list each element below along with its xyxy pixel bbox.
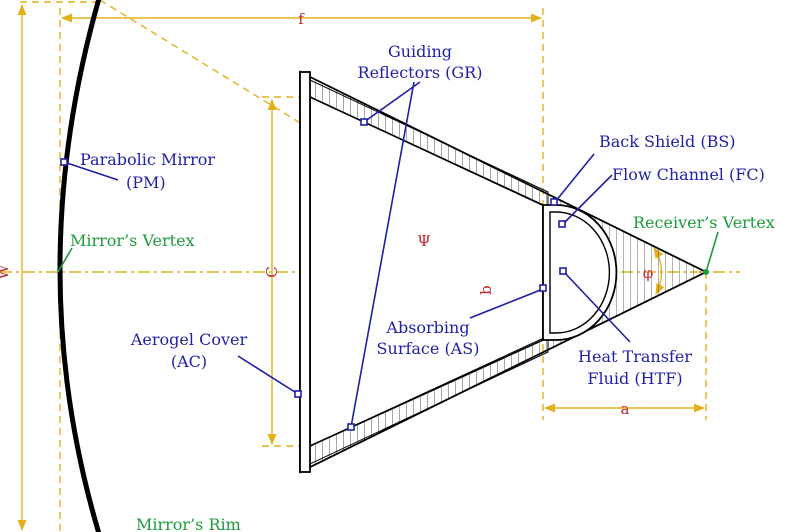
mirrors-vertex-leader [57,247,73,273]
parabolic-mirror [57,0,102,532]
label-parabolic-mirror-line1: Parabolic Mirror [80,150,215,169]
dim-label-psi: Ψ [417,232,430,250]
guiding-reflectors-leader-2 [350,81,415,428]
dim-label-b: b [477,285,495,295]
back-shield-marker [550,198,558,206]
aerogel-cover [299,71,311,473]
label-absorbing-surface-line1: Absorbing [385,318,469,337]
dimension-labels: f W C b a Ψ φ [0,10,653,418]
back-shield-leader [554,153,595,203]
label-guiding-reflectors-line2: Reflectors (GR) [358,63,483,82]
parabolic-mirror-marker [60,158,68,166]
dim-label-f: f [298,10,305,28]
parabolic-mirror-leader [63,161,119,181]
label-back-shield: Back Shield (BS) [599,132,736,151]
guiding-reflectors-leader [363,81,421,123]
label-mirrors-vertex: Mirror’s Vertex [70,231,195,250]
label-flow-channel: Flow Channel (FC) [612,165,765,184]
label-aerogel-cover-line2: (AC) [171,352,207,371]
aerogel-cover-marker [294,390,302,398]
label-parabolic-mirror-line2: (PM) [126,173,166,192]
heat-transfer-fluid-marker [559,267,567,275]
guiding-reflectors-marker-bottom [347,423,355,431]
receivers-vertex-dot [703,269,709,275]
label-aerogel-cover-line1: Aerogel Cover [130,330,248,349]
leaders [57,81,719,431]
absorbing-surface-leader [469,288,544,319]
component-labels: Guiding Reflectors (GR) Back Shield (BS)… [70,42,775,532]
dim-label-a: a [621,400,630,418]
absorbing-surface-marker [539,284,547,292]
flow-channel-leader [562,174,613,225]
dim-label-phi: φ [643,264,654,282]
label-heat-transfer-fluid-line1: Heat Transfer [578,347,692,366]
receivers-vertex-leader [705,231,719,273]
aerogel-cover-leader [237,355,299,395]
label-mirrors-rim: Mirror’s Rim [136,515,241,532]
label-heat-transfer-fluid-line2: Fluid (HTF) [587,369,682,388]
flow-channel-marker [558,220,566,228]
guiding-reflector-band-bottom [309,335,549,465]
label-receivers-vertex: Receiver’s Vertex [633,213,775,232]
heat-transfer-fluid-leader [563,271,631,343]
dim-label-w: W [0,264,12,280]
receiver-body [299,70,709,474]
label-absorbing-surface-line2: Surface (AS) [377,339,480,358]
guiding-reflectors-marker-top [360,118,368,126]
dim-label-c: C [263,266,281,277]
flow-channel-inner [549,211,611,334]
label-guiding-reflectors-line1: Guiding [388,42,452,61]
